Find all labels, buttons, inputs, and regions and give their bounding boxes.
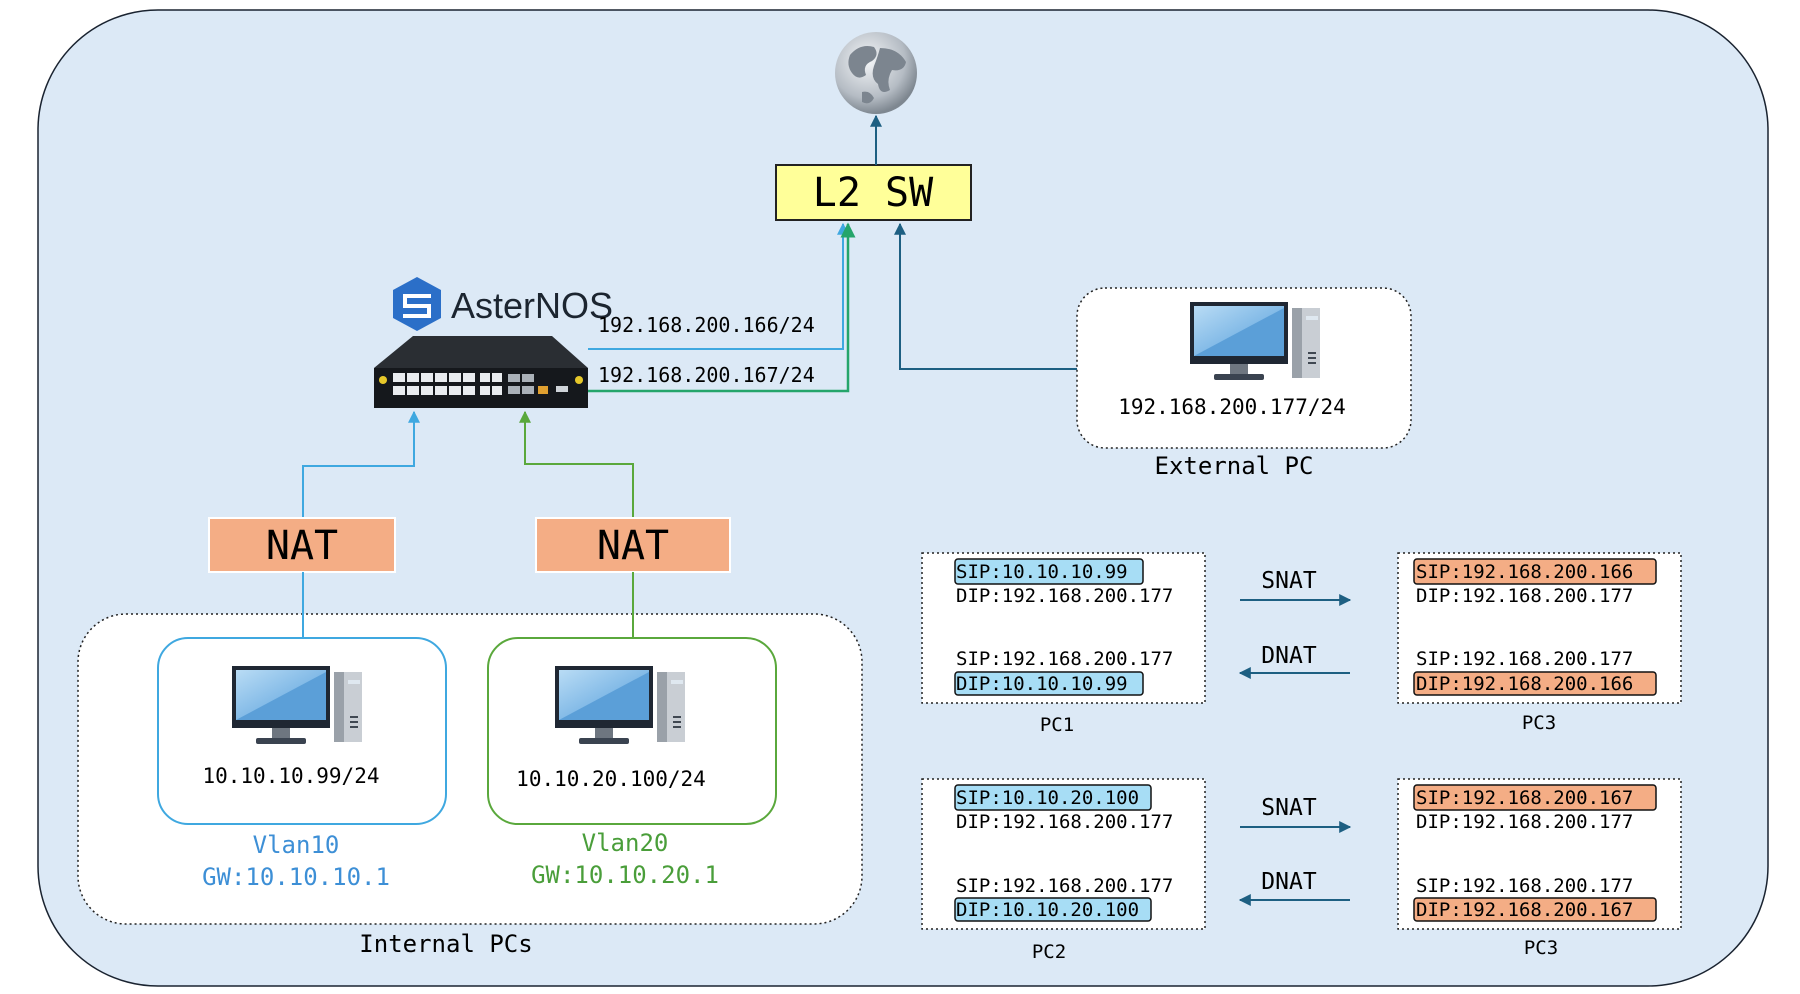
flow1-right-dip1: DIP:192.168.200.177 — [1416, 585, 1633, 607]
l2-switch-label: L2 SW — [813, 170, 934, 216]
flow2-left-sip-highlight — [954, 784, 1152, 811]
nat-label-left: NAT — [266, 523, 338, 569]
flow2-left-sip1: SIP:10.10.20.100 — [956, 787, 1139, 809]
nat-label-right: NAT — [597, 523, 669, 569]
flow1-left-dip1: DIP:192.168.200.177 — [956, 585, 1173, 607]
vlan10-name: Vlan10 — [253, 831, 340, 859]
flow1-left-dip-highlight — [954, 671, 1144, 696]
flow2-left-dip-highlight — [954, 897, 1152, 922]
link-nat-right-to-router — [519, 410, 634, 518]
flow1-dnat-label: DNAT — [1261, 643, 1317, 669]
flow1-right-dip2: DIP:192.168.200.166 — [1416, 673, 1633, 695]
globe-icon — [835, 32, 917, 114]
flow1-right-caption: PC3 — [1522, 712, 1556, 734]
flow2-right-caption: PC3 — [1524, 937, 1558, 959]
router-link-label-bottom: 192.168.200.167/24 — [598, 363, 815, 387]
flow1-right-sip2: SIP:192.168.200.177 — [1416, 648, 1633, 670]
flow1-right-sip-highlight — [1413, 558, 1657, 585]
external-pc-ip: 192.168.200.177/24 — [1118, 395, 1346, 419]
asternos-switch-device — [374, 336, 588, 408]
asternos-logo-icon — [393, 277, 441, 331]
vlan20-pc-ip: 10.10.20.100/24 — [516, 767, 706, 791]
link-external-pc-to-switch — [894, 222, 1077, 370]
flow1-snat-label: SNAT — [1261, 568, 1317, 594]
flow1-left-caption: PC1 — [1040, 714, 1074, 736]
flow1-left-sip-highlight — [954, 558, 1144, 585]
router-link-label-top: 192.168.200.166/24 — [598, 313, 815, 337]
flow2-right-sip-highlight — [1413, 784, 1657, 811]
nat-box-right — [535, 517, 731, 573]
vlan10-pc-box — [157, 637, 447, 825]
link-router-to-switch-167 — [588, 222, 856, 393]
flow2-snat-label: SNAT — [1261, 795, 1317, 821]
vlan20-gateway: GW:10.10.20.1 — [531, 861, 719, 889]
link-router-to-switch-166 — [588, 222, 849, 350]
vlan10-pc-ip: 10.10.10.99/24 — [202, 764, 379, 788]
flow2-right-sip1: SIP:192.168.200.167 — [1416, 787, 1633, 809]
flow1-right-sip1: SIP:192.168.200.166 — [1416, 561, 1633, 583]
asternos-brand: AsterNOS — [451, 285, 613, 326]
flow1-left-sip2: SIP:192.168.200.177 — [956, 648, 1173, 670]
flow2-left-sip2: SIP:192.168.200.177 — [956, 875, 1173, 897]
internal-pcs-label: Internal PCs — [359, 930, 532, 958]
flow2-right-dip1: DIP:192.168.200.177 — [1416, 811, 1633, 833]
flow2-left-dip1: DIP:192.168.200.177 — [956, 811, 1173, 833]
nat-flow-2: SIP:10.10.20.100 DIP:192.168.200.177 SIP… — [921, 778, 1682, 963]
flow2-dnat-label: DNAT — [1261, 869, 1317, 895]
flow1-right-dip-highlight — [1413, 671, 1657, 696]
flow2-right-sip2: SIP:192.168.200.177 — [1416, 875, 1633, 897]
flow2-left-dip2: DIP:10.10.20.100 — [956, 899, 1139, 921]
nat-flow-1: SIP:10.10.10.99 DIP:192.168.200.177 SIP:… — [921, 552, 1682, 736]
switch-ports — [393, 373, 568, 395]
flow1-left-sip1: SIP:10.10.10.99 — [956, 561, 1128, 583]
vlan20-pc-box — [487, 637, 777, 825]
l2-switch-box — [775, 164, 972, 221]
flow2-left-caption: PC2 — [1032, 941, 1066, 963]
flow1-left-dip2: DIP:10.10.10.99 — [956, 673, 1128, 695]
external-pc-label: External PC — [1155, 452, 1314, 480]
nat-box-left — [208, 517, 396, 573]
vlan10-gateway: GW:10.10.10.1 — [202, 863, 390, 891]
link-nat-left-to-router — [302, 410, 420, 518]
flow2-right-dip2: DIP:192.168.200.167 — [1416, 899, 1633, 921]
vlan20-name: Vlan20 — [582, 829, 669, 857]
flow2-right-dip-highlight — [1413, 897, 1657, 922]
